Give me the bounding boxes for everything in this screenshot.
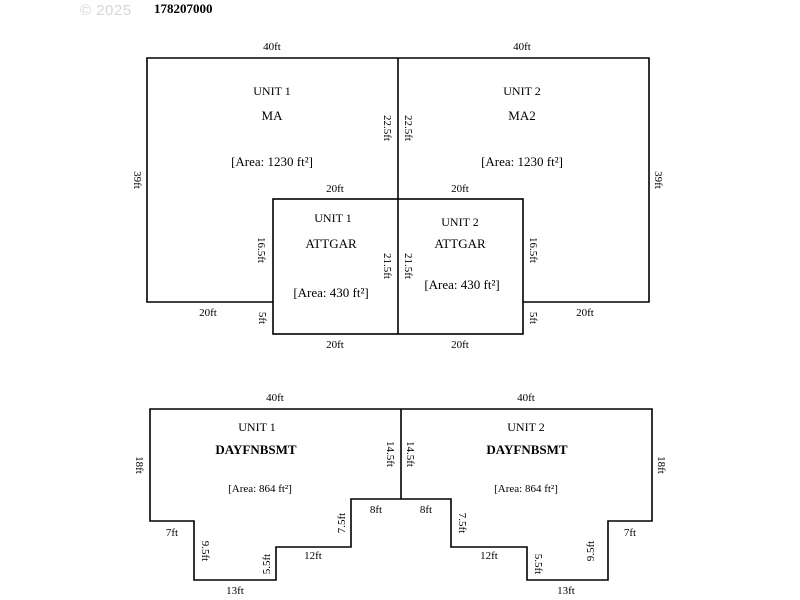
dim-top-right: 40ft (513, 41, 531, 53)
top-floor-plan: 40ft 40ft 39ft 39ft 22.5ft 22.5ft 20ft 2… (131, 41, 664, 351)
ma2-area-code: MA2 (508, 108, 535, 123)
dim-gar-right: 16.5ft (527, 237, 539, 263)
bdim-v55-left: 5.5ft (261, 554, 273, 574)
bsmt2-unit-label: UNIT 2 (507, 420, 544, 434)
ma1-area-code: MA (262, 108, 284, 123)
bdim-v95-left: 9.5ft (199, 541, 211, 561)
bdim-mid-right: 14.5ft (404, 441, 416, 467)
dim-mid-left: 22.5ft (381, 115, 393, 141)
dim-step-left: 5ft (256, 312, 268, 324)
copyright-watermark: © 2025 (80, 2, 132, 19)
bdim-bottom13-left: 13ft (226, 585, 244, 597)
ma2-area-value: [Area: 1230 ft²] (481, 154, 563, 169)
dim-right-side: 39ft (652, 171, 664, 189)
dim-bottom-left: 20ft (326, 339, 344, 351)
gar1-unit-label: UNIT 1 (314, 211, 351, 225)
dim-left-side: 39ft (131, 171, 143, 189)
gar2-area-code: ATTGAR (434, 236, 486, 251)
dim-top-left: 40ft (263, 41, 281, 53)
bdim-step7-right: 7ft (624, 527, 636, 539)
dim-gar-mid-right: 21.5ft (402, 253, 414, 279)
bdim-bottom13-right: 13ft (557, 585, 575, 597)
basement-floor-plan: 40ft 40ft 18ft 18ft 14.5ft 14.5ft 7ft 7f… (133, 392, 667, 597)
bdim-h8-left: 8ft (370, 504, 382, 516)
bdim-h8-right: 8ft (420, 504, 432, 516)
dim-gar-top-left: 20ft (326, 183, 344, 195)
bsmt1-area-code: DAYFNBSMT (215, 442, 296, 457)
bsmt2-area-value: [Area: 864 ft²] (494, 483, 558, 495)
bsmt1-area-value: [Area: 864 ft²] (228, 483, 292, 495)
ma1-area-value: [Area: 1230 ft²] (231, 154, 313, 169)
bdim-top-right: 40ft (517, 392, 535, 404)
gar1-area-value: [Area: 430 ft²] (293, 285, 368, 300)
bdim-v95-right: 9.5ft (585, 541, 597, 561)
dim-low-right: 20ft (576, 307, 594, 319)
gar2-unit-label: UNIT 2 (441, 215, 478, 229)
bdim-h12-left: 12ft (304, 550, 322, 562)
document-id: 178207000 (154, 1, 213, 16)
ma1-unit-label: UNIT 1 (253, 84, 290, 98)
bdim-left-side: 18ft (133, 456, 145, 474)
bsmt2-area-code: DAYFNBSMT (486, 442, 567, 457)
dim-bottom-right: 20ft (451, 339, 469, 351)
dim-mid-right: 22.5ft (402, 115, 414, 141)
bsmt1-unit-label: UNIT 1 (238, 420, 275, 434)
garage-outline (272, 198, 524, 335)
bdim-v75-right: 7.5ft (456, 513, 468, 533)
bdim-right-side: 18ft (655, 456, 667, 474)
bdim-v55-right: 5.5ft (532, 554, 544, 574)
dim-gar-left: 16.5ft (255, 237, 267, 263)
bdim-h12-right: 12ft (480, 550, 498, 562)
dim-step-right: 5ft (527, 312, 539, 324)
dim-low-left: 20ft (199, 307, 217, 319)
gar2-area-value: [Area: 430 ft²] (424, 277, 499, 292)
ma2-unit-label: UNIT 2 (503, 84, 540, 98)
bdim-mid-left: 14.5ft (384, 441, 396, 467)
dim-gar-mid-left: 21.5ft (381, 253, 393, 279)
bdim-v75-left: 7.5ft (336, 513, 348, 533)
bdim-top-left: 40ft (266, 392, 284, 404)
gar1-area-code: ATTGAR (305, 236, 357, 251)
dim-gar-top-right: 20ft (451, 183, 469, 195)
bdim-step7-left: 7ft (166, 527, 178, 539)
